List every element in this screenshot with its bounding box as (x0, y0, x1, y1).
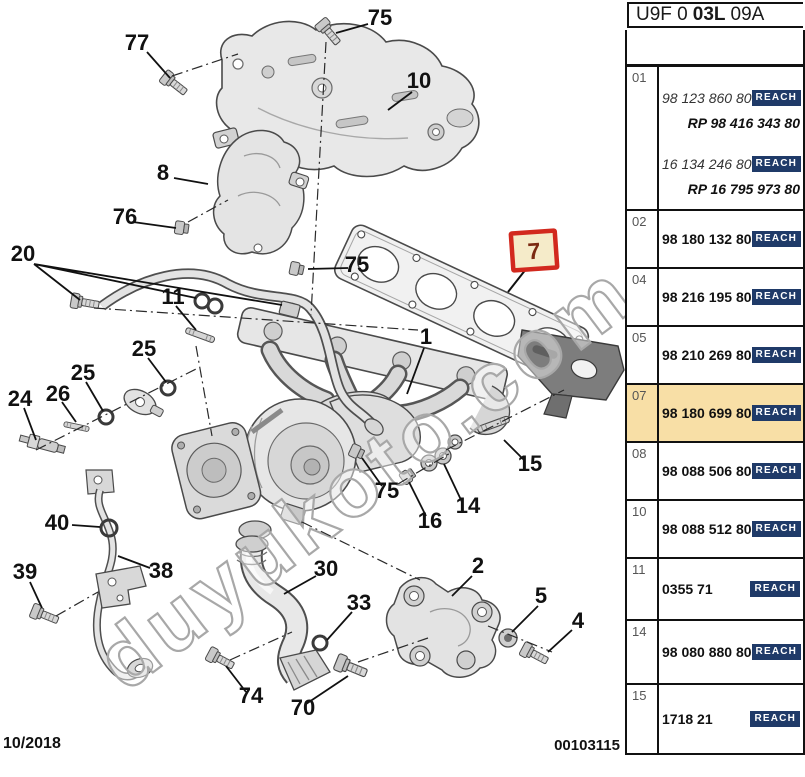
callout-7-highlight: 7 (508, 228, 560, 273)
row-ref: 11 (627, 559, 659, 619)
reach-badge[interactable]: REACH (751, 289, 802, 305)
parts-row-11[interactable]: 11 0355 71 REACH (627, 559, 803, 621)
assembly-axis-lines (35, 41, 565, 663)
part-heat-shield-upper-10 (215, 20, 480, 178)
callout-25a: 25 (132, 336, 156, 361)
reach-badge[interactable]: REACH (750, 581, 800, 597)
vehicle-code-header: U9F 0 03L 09A (627, 2, 803, 28)
reach-badge[interactable]: REACH (751, 231, 802, 247)
part-sensor-24 (18, 433, 66, 454)
callout-16: 16 (418, 508, 442, 533)
part-number: 98 080 880 80 (662, 644, 752, 660)
parts-row-15[interactable]: 15 1718 21 REACH (627, 685, 803, 755)
part-number: 1718 21 (662, 711, 713, 727)
part-oil-return-pipe-38 (85, 469, 154, 681)
callout-38: 38 (149, 558, 173, 583)
callout-10: 10 (407, 68, 431, 93)
part-number: 98 210 269 80 (662, 347, 752, 363)
part-outlet-pipe-30 (235, 535, 331, 691)
code-bold: 03L (692, 4, 726, 25)
part-number: 98 088 512 80 (662, 521, 752, 537)
parts-row-08[interactable]: 08 98 088 506 80 REACH (627, 443, 803, 501)
reach-badge[interactable]: REACH (751, 463, 802, 479)
part-number: 98 180 699 80 (662, 405, 752, 421)
callout-2: 2 (472, 553, 484, 578)
leader-lines (23, 23, 573, 705)
callout-labels: 77 75 10 8 76 20 75 11 25 25 26 24 1 15 … (8, 5, 585, 720)
row-ref: 01 (627, 67, 659, 209)
callout-4: 4 (572, 608, 585, 633)
part-oil-feed-pipe-20 (98, 268, 384, 436)
callout-15: 15 (518, 451, 542, 476)
replacement-part-number: RP 98 416 343 80 (687, 114, 800, 131)
part-support-bracket-2 (385, 576, 501, 678)
reach-badge[interactable]: REACH (751, 644, 802, 660)
callout-30: 30 (314, 556, 338, 581)
diagram-area: duyukoto.com (3, 5, 653, 754)
parts-panel: U9F 0 03L 09A 01 98 123 860 80 REACH RP … (625, 0, 805, 777)
row-ref: 10 (627, 501, 659, 557)
parts-row-10[interactable]: 10 98 088 512 80 REACH (627, 501, 803, 559)
exploded-parts-diagram: duyukoto.com (3, 5, 653, 754)
callout-20: 20 (11, 241, 35, 266)
callout-7: 7 (527, 238, 542, 265)
row-ref: 07 (627, 385, 659, 441)
part-shield-bracket (517, 329, 625, 419)
callout-25b: 25 (71, 360, 95, 385)
replacement-part-number: RP 16 795 973 80 (687, 180, 800, 197)
part-number: 98 088 506 80 (662, 463, 752, 479)
reach-badge[interactable]: REACH (751, 155, 802, 172)
callout-76: 76 (113, 204, 137, 229)
reach-badge[interactable]: REACH (751, 405, 802, 421)
callout-39: 39 (13, 559, 37, 584)
callout-74: 74 (239, 683, 264, 708)
parts-row-07-selected[interactable]: 07 98 180 699 80 REACH (627, 385, 803, 443)
row-ref: 02 (627, 211, 659, 267)
row-ref: 14 (627, 621, 659, 683)
row-ref: 05 (627, 327, 659, 383)
watermark-text: duyukoto.com (79, 244, 625, 708)
parts-row-04[interactable]: 04 98 216 195 80 REACH (627, 269, 803, 327)
callout-1: 1 (420, 324, 432, 349)
callout-24: 24 (8, 386, 33, 411)
diagram-date: 10/2018 (3, 735, 61, 752)
row-ref: 15 (627, 685, 659, 753)
callout-40: 40 (45, 510, 69, 535)
part-number: 98 216 195 80 (662, 289, 752, 305)
callout-75-mid: 75 (345, 252, 369, 277)
drawing-number: 00103115 (554, 737, 620, 754)
row-ref: 04 (627, 269, 659, 325)
parts-row-05[interactable]: 05 98 210 269 80 REACH (627, 327, 803, 385)
parts-row-01[interactable]: 01 98 123 860 80 REACH RP 98 416 343 80 … (627, 67, 803, 211)
part-number: 0355 71 (662, 581, 713, 597)
callout-26: 26 (46, 381, 70, 406)
code-suffix: 09A (730, 4, 765, 25)
reach-badge[interactable]: REACH (751, 89, 802, 106)
callout-14: 14 (456, 493, 481, 518)
reach-badge[interactable]: REACH (750, 711, 800, 727)
callout-11: 11 (161, 284, 184, 309)
panel-empty-cell (625, 30, 805, 64)
parts-row-14[interactable]: 14 98 080 880 80 REACH (627, 621, 803, 685)
part-number: 98 180 132 80 (662, 231, 752, 247)
callout-75-low: 75 (375, 478, 399, 503)
parts-table: 01 98 123 860 80 REACH RP 98 416 343 80 … (625, 64, 805, 755)
part-number: 98 123 860 80 (662, 89, 752, 106)
part-heat-shield-lower-8 (212, 127, 310, 255)
row-ref: 08 (627, 443, 659, 499)
callout-77: 77 (125, 30, 149, 55)
part-number: 16 134 246 80 (662, 155, 752, 172)
callout-5: 5 (535, 583, 547, 608)
reach-badge[interactable]: REACH (751, 347, 802, 363)
callout-8: 8 (157, 160, 169, 185)
part-union-flange-25 (123, 388, 164, 418)
code-prefix: U9F 0 (636, 4, 688, 25)
parts-row-02[interactable]: 02 98 180 132 80 REACH (627, 211, 803, 269)
callout-70: 70 (291, 695, 315, 720)
reach-badge[interactable]: REACH (751, 521, 802, 537)
callout-33: 33 (347, 590, 371, 615)
callout-75-top: 75 (368, 5, 392, 30)
